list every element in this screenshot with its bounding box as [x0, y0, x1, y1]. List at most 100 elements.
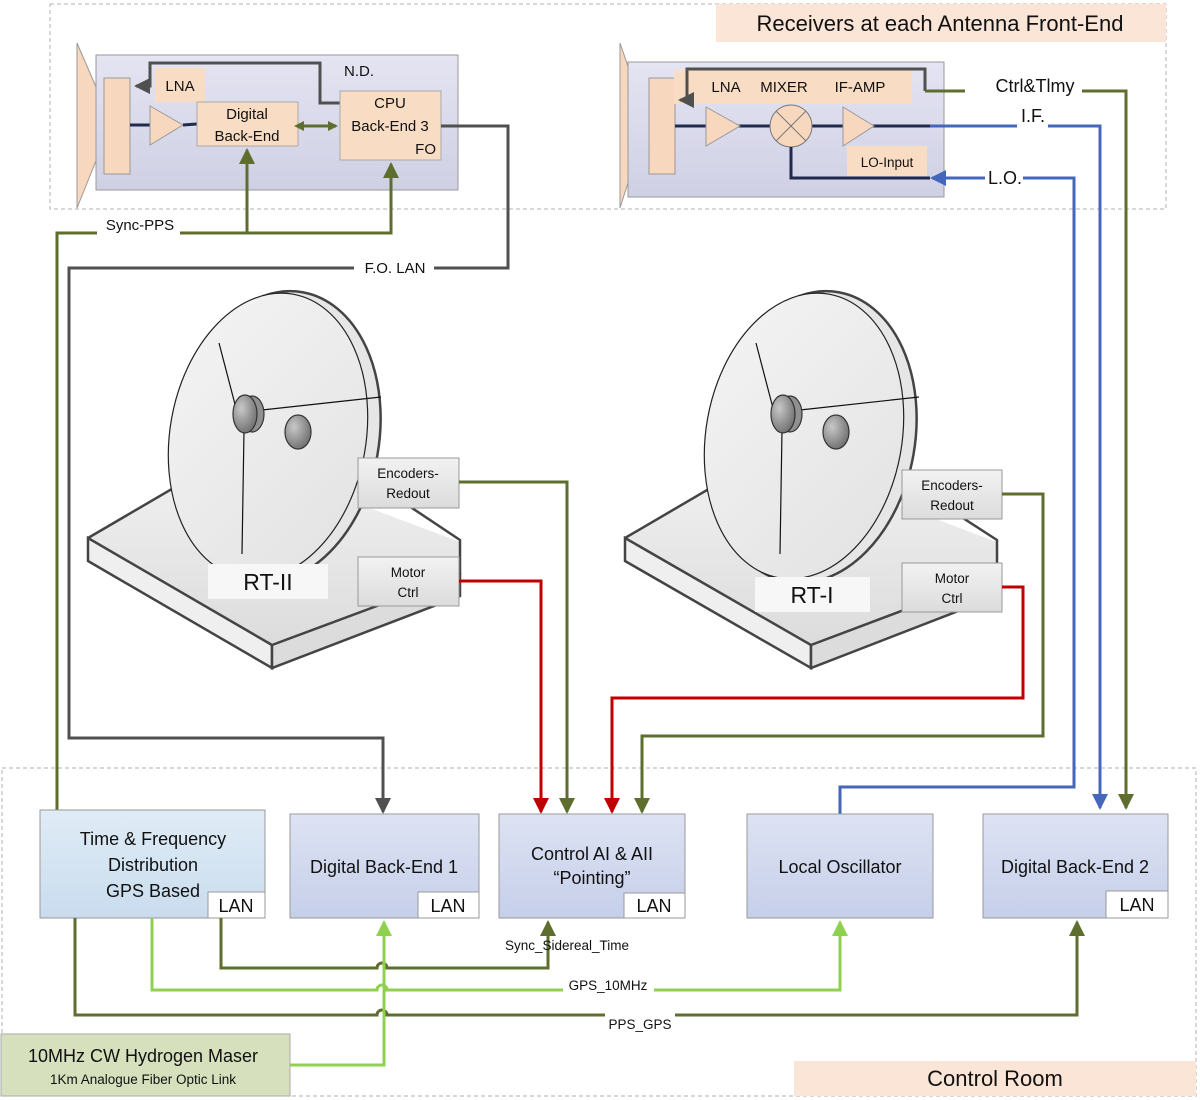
- fo-label: FO: [415, 141, 436, 158]
- tfd-label-3: GPS Based: [106, 881, 200, 901]
- rt-i-encoders-label-1: Encoders-: [921, 478, 983, 493]
- dbe2-lan-label: LAN: [1119, 895, 1154, 915]
- pps-gps-label: PPS_GPS: [608, 1017, 671, 1032]
- lo-input-label-bg: [847, 146, 927, 176]
- rt-i-motor-label-2: Ctrl: [942, 591, 963, 606]
- control-lan-port: [623, 892, 686, 919]
- dbe1-lan-label: LAN: [430, 896, 465, 916]
- tfd-box: Time & Frequency Distribution GPS Based …: [39, 809, 266, 919]
- lo-internal-line: [789, 147, 930, 180]
- fo-lan-route-b: [67, 266, 391, 814]
- mixer-label: MIXER: [760, 79, 808, 96]
- digital-backend-label-1: Digital: [226, 106, 268, 123]
- cpu-backend3-box: [339, 90, 442, 161]
- base-outline-r: [399, 498, 462, 575]
- digital-backend-label-2: Back-End: [214, 128, 279, 145]
- front-end-title: Receivers at each Antenna Front-End: [757, 11, 1124, 36]
- rt-ii-label-bg: [208, 564, 328, 599]
- lo-route: [838, 176, 1076, 814]
- rt-ii-motor-line: [459, 579, 549, 814]
- rt-ii-encoders-rect: [357, 457, 460, 509]
- fo-lan-label: F.O. LAN: [365, 260, 426, 277]
- rt-i-motor-box: Motor Ctrl: [901, 562, 1003, 613]
- rt-ii-encoder-line: [459, 480, 575, 814]
- backend3-label: Back-End 3: [351, 118, 429, 135]
- rt-ii-motor-label-1: Motor: [391, 565, 426, 580]
- sync-pps-route: [55, 231, 97, 810]
- strut-1-rt-i: [755, 342, 775, 413]
- if-route: [1048, 124, 1108, 810]
- dbe2-lan-port: [1105, 890, 1169, 919]
- control-room-title-bg: [794, 1061, 1196, 1096]
- rt-ii-motor-box: Motor Ctrl: [357, 556, 460, 607]
- maser-title: 10MHz CW Hydrogen Maser: [28, 1046, 258, 1066]
- rt-ii-encoders-label-1: Encoders-: [377, 466, 439, 481]
- sync-sidereal-line: [219, 918, 556, 970]
- strut-3: [241, 429, 245, 555]
- strut-2: [261, 396, 382, 411]
- lo-label: L.O.: [988, 168, 1022, 188]
- feed-horn-front-rt-i: [770, 394, 796, 434]
- lna-label: LNA: [165, 78, 194, 95]
- label-strip-bg: [674, 70, 912, 104]
- tfd-label-2: Distribution: [108, 855, 198, 875]
- gps-10mhz-line-a: [150, 918, 563, 992]
- if-label: I.F.: [1021, 106, 1045, 126]
- tfd-label-1: Time & Frequency: [80, 829, 226, 849]
- feed-block: [103, 77, 131, 175]
- lna-amplifier-icon: [149, 105, 184, 146]
- control-label-2: “Pointing”: [553, 868, 630, 888]
- control-pointing-box: Control AI & AII “Pointing” LAN: [498, 813, 686, 919]
- lna-label-bg: [155, 68, 205, 102]
- control-lan-label: LAN: [636, 896, 671, 916]
- ctrl-tlmy-route: [1082, 89, 1134, 810]
- feed-block-right: [648, 77, 676, 175]
- nd-label: N.D.: [344, 63, 374, 80]
- strut-2-rt-i: [799, 396, 920, 411]
- ifamp-label: IF-AMP: [835, 79, 886, 96]
- maser-rect: [0, 1033, 291, 1097]
- tfd-lan-label: LAN: [218, 896, 253, 916]
- dbe1-box: Digital Back-End 1 LAN: [289, 813, 480, 919]
- pps-gps-gap: [608, 1012, 674, 1017]
- control-room-frame: [1, 767, 1197, 1097]
- pps-gps-line-a: [73, 918, 1085, 1017]
- rt-ii-encoders-box: Encoders- Redout: [357, 457, 460, 509]
- mixer-cross-2: [775, 110, 807, 142]
- rt-i-motor-rect: [901, 562, 1003, 613]
- fo-lan-route-a: [434, 124, 510, 270]
- cpu-label: CPU: [374, 95, 406, 112]
- rt-i-encoders-box: Encoders- Redout: [901, 469, 1003, 520]
- dbe1-label: Digital Back-End 1: [310, 857, 458, 877]
- nd-control-line: [134, 61, 340, 105]
- front-end-title-bg: [716, 4, 1166, 42]
- subreflector-icon: [284, 414, 312, 450]
- hydrogen-maser-box: 10MHz CW Hydrogen Maser 1Km Analogue Fib…: [0, 1033, 291, 1097]
- lna-label-right: LNA: [711, 79, 740, 96]
- feed-horn-front: [232, 394, 258, 434]
- control-label-1: Control AI & AII: [531, 844, 653, 864]
- rt-i-label-bg: [755, 577, 870, 612]
- dbe2-label: Digital Back-End 2: [1001, 857, 1149, 877]
- rf-line-2: [182, 122, 198, 127]
- strut-1: [218, 342, 238, 413]
- receiver-right: LNA MIXER IF-AMP LO-Input: [619, 42, 945, 209]
- ctrl-tlmy-label: Ctrl&Tlmy: [996, 76, 1075, 96]
- maser-subtitle: 1Km Analogue Fiber Optic Link: [50, 1072, 236, 1087]
- rt-i-encoders-label-2: Redout: [930, 498, 974, 513]
- local-osc-label: Local Oscillator: [778, 857, 901, 877]
- rt-ii-motor-label-2: Ctrl: [398, 585, 419, 600]
- lna-amplifier-icon-right: [705, 106, 742, 147]
- gps-10mhz-label: GPS_10MHz: [569, 978, 648, 993]
- front-end-frame: [49, 3, 1167, 210]
- sync-pps-label: Sync-PPS: [106, 217, 174, 234]
- sync-pps-branch: [180, 162, 399, 235]
- rt-i-encoder-line: [634, 492, 1045, 814]
- tfd-lan-port: [207, 891, 266, 919]
- rt-i-label: RT-I: [790, 582, 833, 608]
- rt-i-encoders-rect: [901, 469, 1003, 520]
- rt-i-motor-line: [604, 585, 1025, 814]
- rt-ii-label: RT-II: [243, 569, 292, 595]
- pps-gps-label-bg: [605, 1012, 675, 1034]
